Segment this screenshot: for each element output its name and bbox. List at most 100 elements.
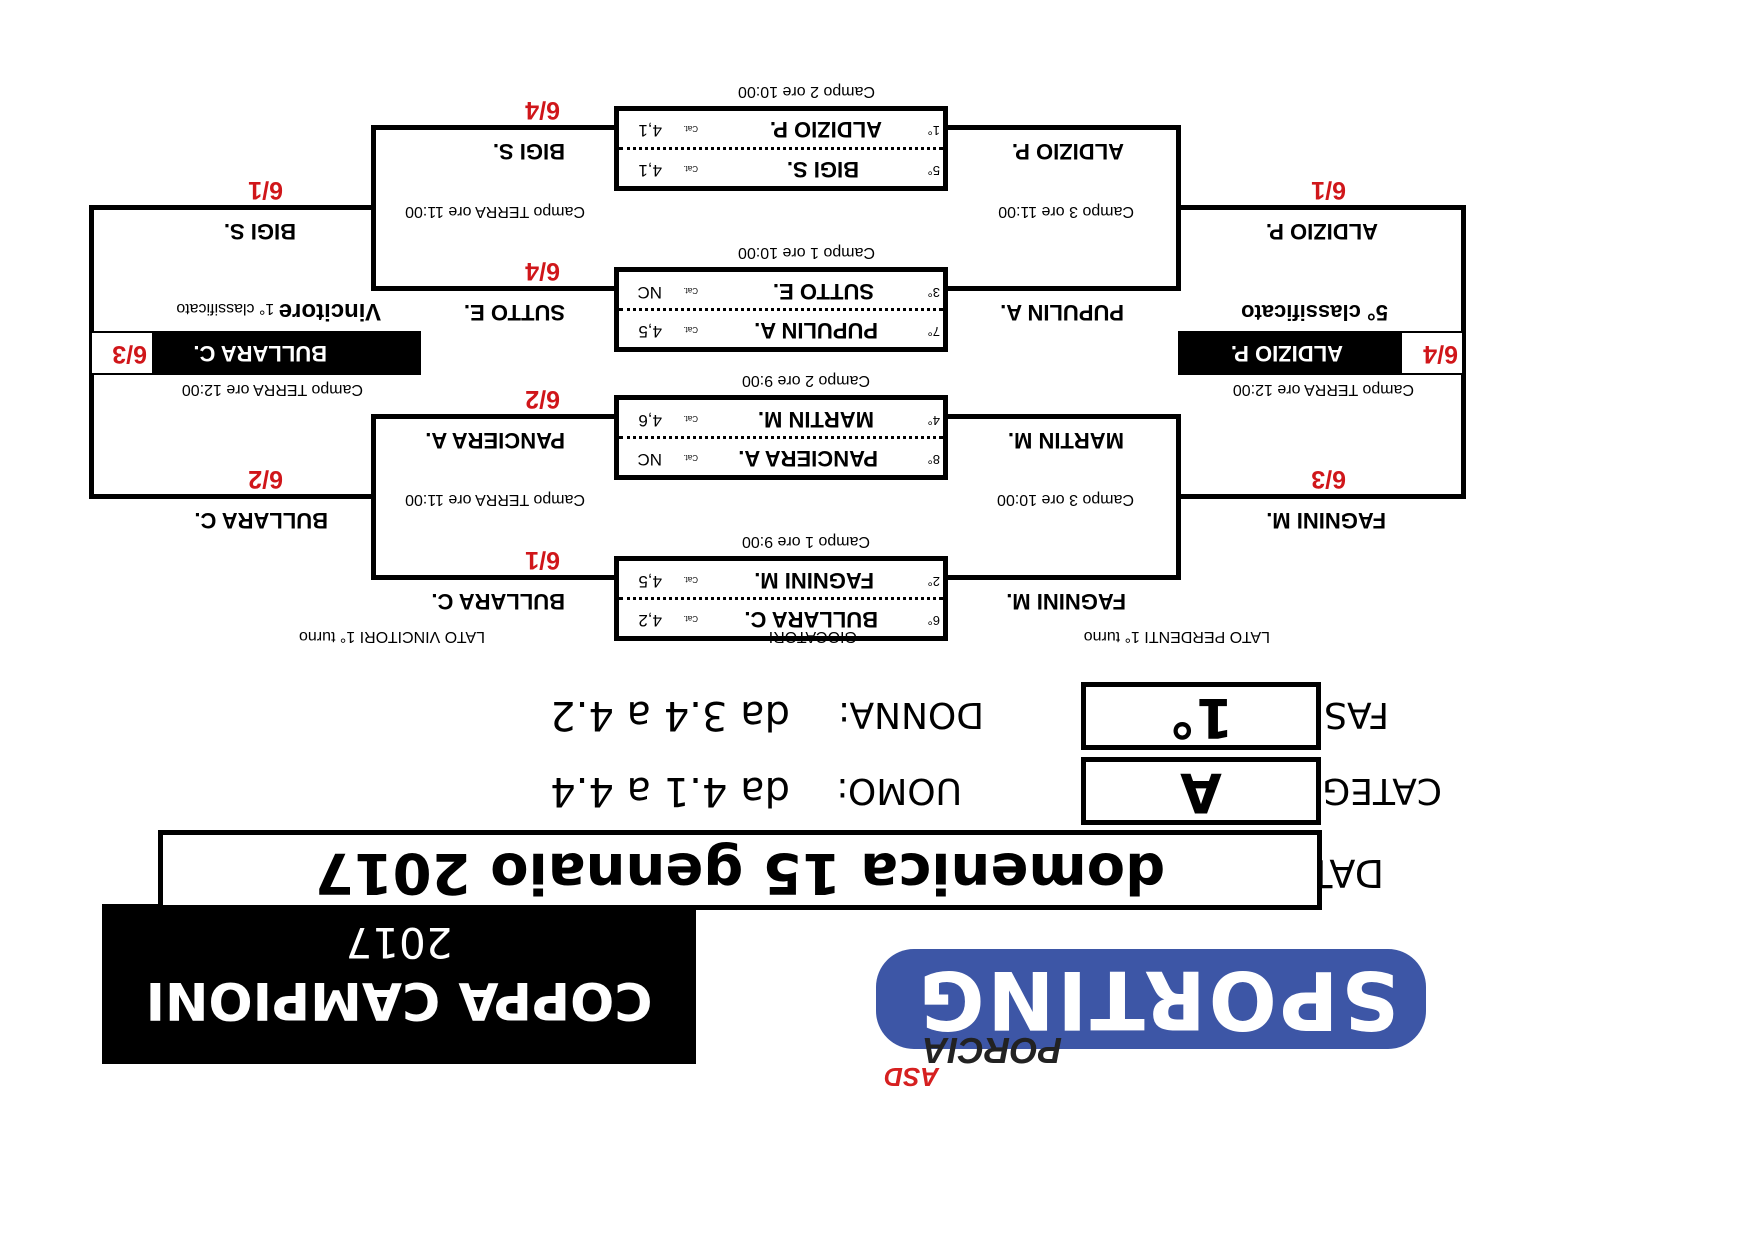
vincitori-final-score: 6/3 — [112, 340, 147, 368]
player-seed: 3° — [927, 285, 940, 300]
bracket-line — [371, 575, 614, 580]
player-level: NC — [637, 283, 662, 302]
player-cat: Cat. — [683, 414, 698, 423]
match-time: Campo 1 ore 9:00 — [741, 533, 870, 550]
player-level: 4,5 — [638, 572, 662, 591]
player-cat: Cat. — [683, 614, 698, 623]
logo-suffix-text: ASD — [884, 1062, 939, 1092]
player-seed: 1° — [927, 123, 940, 138]
match-time: Campo 1 ore 10:00 — [738, 244, 875, 261]
vincitori-r1-time: Campo TERRA ore 11:00 — [405, 491, 585, 508]
vincitori-semi-name: BULLARA C. — [194, 508, 328, 533]
player-cat: Cat. — [683, 164, 698, 173]
vincitori-r1-score: 6/4 — [525, 96, 560, 124]
vincitori-semi-name: BIGI S. — [223, 219, 296, 244]
player-seed: 8° — [927, 452, 940, 467]
perdenti-r1-name: ALDIZIO P. — [1011, 139, 1124, 164]
data-value: domenica 15 gennaio 2017 — [314, 840, 1166, 905]
vincitori-label-bold: Vincitore — [278, 298, 381, 325]
title-line2: 2017 — [345, 918, 453, 967]
perdenti-final-name: ALDIZIO P. — [1230, 341, 1343, 366]
match-divider-1 — [619, 147, 943, 150]
vincitori-r1-score: 6/2 — [525, 385, 560, 413]
vincitori-r1-name: BIGI S. — [492, 139, 565, 164]
vincitori-semi-score: 6/1 — [248, 176, 283, 204]
vincitori-semi-score: 6/2 — [248, 465, 283, 493]
player-level: 4,1 — [638, 121, 662, 140]
player-name: PUPULIN A. — [754, 318, 878, 343]
player-cat: Cat. — [683, 325, 698, 334]
player-name: MARTIN M. — [757, 407, 874, 432]
header-perdenti: LATO PERDENTI 1° turno — [1083, 628, 1270, 645]
player-level: 4,2 — [638, 611, 662, 630]
vincitori-r1-name: PANCIERA A. — [425, 428, 565, 453]
vincitori-label-rest: 1° classificato — [176, 300, 279, 317]
player-level: 4,1 — [638, 161, 662, 180]
vincitori-r1-score: 6/4 — [525, 257, 560, 285]
player-cat: Cat. — [683, 286, 698, 295]
player-name: FAGNINI M. — [754, 568, 874, 593]
vincitori-final-label: Vincitore 1° classificato — [176, 297, 381, 325]
vincitori-r1-name: SUTTO E. — [463, 300, 565, 325]
bracket-line — [948, 286, 1181, 291]
bracket-line — [89, 494, 376, 499]
categoria-value: A — [1180, 761, 1222, 824]
bracket-line — [371, 414, 614, 419]
player-level: 4,6 — [638, 411, 662, 430]
perdenti-r1-time: Campo 3 ore 10:00 — [997, 491, 1134, 508]
logo-town-text: PORCIA — [921, 1030, 1062, 1071]
uomo-range: da 4.1 a 4.4 — [550, 768, 790, 814]
player-name: BULLARA C. — [744, 607, 878, 632]
player-name: PANCIERA A. — [738, 446, 878, 471]
player-seed: 2° — [927, 574, 940, 589]
perdenti-semi-name: FAGNINI M. — [1266, 508, 1386, 533]
player-seed: 6° — [927, 613, 940, 628]
player-cat: Cat. — [683, 575, 698, 584]
bracket-line — [89, 205, 376, 210]
bracket-line — [948, 414, 1181, 419]
uomo-label: UOMO: — [836, 770, 962, 811]
perdenti-final-time: Campo TERRA ore 12:00 — [1232, 381, 1414, 398]
perdenti-r1-name: MARTIN M. — [1007, 428, 1124, 453]
vincitori-r1-score: 6/1 — [525, 546, 560, 574]
match-divider-3 — [619, 436, 943, 439]
bracket-line — [371, 125, 614, 130]
perdenti-semi-score: 6/1 — [1311, 176, 1346, 204]
perdenti-final-label: 5° classificato — [1241, 300, 1388, 325]
donna-range: da 3.4 a 4.2 — [550, 692, 790, 738]
donna-label: DONNA: — [837, 694, 984, 735]
bracket-line — [948, 575, 1181, 580]
vincitori-r1-name: BULLARA C. — [431, 589, 565, 614]
player-name: BIGI S. — [786, 157, 859, 182]
player-level: 4,5 — [638, 322, 662, 341]
bracket-line — [371, 286, 614, 291]
perdenti-r1-name: FAGNINI M. — [1006, 589, 1126, 614]
match-time: Campo 2 ore 10:00 — [738, 83, 875, 100]
player-seed: 4° — [927, 413, 940, 428]
vincitori-final-time: Campo TERRA ore 12:00 — [181, 381, 363, 398]
header-vincitori: LATO VINCITORI 1° turno — [298, 628, 485, 645]
bracket-line — [1176, 205, 1466, 210]
match-divider-4 — [619, 597, 943, 600]
vincitori-r1-time: Campo TERRA ore 11:00 — [405, 203, 585, 220]
player-seed: 5° — [927, 163, 940, 178]
match-divider-2 — [619, 308, 943, 311]
perdenti-semi-name: ALDIZIO P. — [1265, 219, 1378, 244]
bracket-line — [948, 125, 1181, 130]
perdenti-final-score: 6/4 — [1423, 340, 1458, 368]
fase-value: 1° — [1168, 686, 1234, 749]
perdenti-semi-score: 6/3 — [1311, 465, 1346, 493]
player-name: ALDIZIO P. — [769, 117, 882, 142]
perdenti-r1-name: PUPULIN A. — [1000, 300, 1124, 325]
vincitori-final-name: BULLARA C. — [193, 341, 327, 366]
title-line1: COPPA CAMPIONI — [145, 970, 653, 1030]
player-level: NC — [637, 450, 662, 469]
match-time: Campo 2 ore 9:00 — [741, 372, 870, 389]
player-seed: 7° — [927, 324, 940, 339]
perdenti-r1-time: Campo 3 ore 11:00 — [998, 203, 1134, 220]
player-cat: Cat. — [683, 453, 698, 462]
player-name: SUTTO E. — [772, 279, 874, 304]
player-cat: Cat. — [683, 124, 698, 133]
bracket-line — [1176, 494, 1466, 499]
